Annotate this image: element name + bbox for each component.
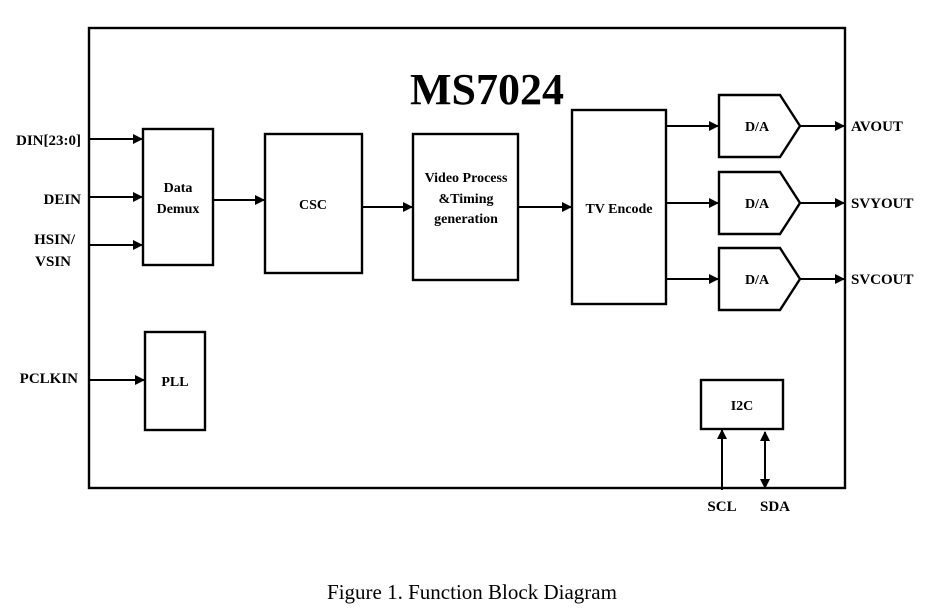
output-label-svyout: SVYOUT xyxy=(851,196,914,212)
i2c-block xyxy=(699,378,785,431)
tv-encode-block xyxy=(570,108,668,306)
dac2-block xyxy=(717,170,802,236)
csc-block xyxy=(263,132,364,275)
dac1-label: D/A xyxy=(745,120,770,135)
bus-label-scl: SCL xyxy=(707,499,736,515)
data-demux-block xyxy=(141,127,215,267)
figure-caption: Figure 1. Function Block Diagram xyxy=(327,580,617,604)
video-process-label-line1: Video Process xyxy=(425,171,508,186)
bus-label-sda: SDA xyxy=(760,499,790,515)
dac1-block xyxy=(717,93,802,159)
chip-title: MS7024 xyxy=(410,65,564,114)
pll-label: PLL xyxy=(161,375,188,390)
dac3-block xyxy=(717,246,802,312)
input-label-pclkin: PCLKIN xyxy=(20,371,79,387)
data-demux-label-line1: Data xyxy=(164,181,193,196)
input-label-din: DIN[23:0] xyxy=(16,133,81,149)
pll-block xyxy=(143,330,207,432)
input-label-dein: DEIN xyxy=(43,192,81,208)
data-demux-label-line2: Demux xyxy=(157,202,200,217)
dac2-label: D/A xyxy=(745,197,770,212)
video-process-block xyxy=(411,132,520,282)
input-label-vsin: VSIN xyxy=(35,254,71,270)
video-process-label-line3: generation xyxy=(434,212,498,227)
csc-label: CSC xyxy=(299,198,327,213)
video-process-label-line2: &Timing xyxy=(439,192,494,207)
dac3-label: D/A xyxy=(745,273,770,288)
tv-encode-label: TV Encode xyxy=(585,202,652,217)
input-label-hsin: HSIN/ xyxy=(34,232,76,248)
output-label-avout: AVOUT xyxy=(851,119,903,135)
i2c-label: I2C xyxy=(731,399,754,414)
output-label-svcout: SVCOUT xyxy=(851,272,914,288)
